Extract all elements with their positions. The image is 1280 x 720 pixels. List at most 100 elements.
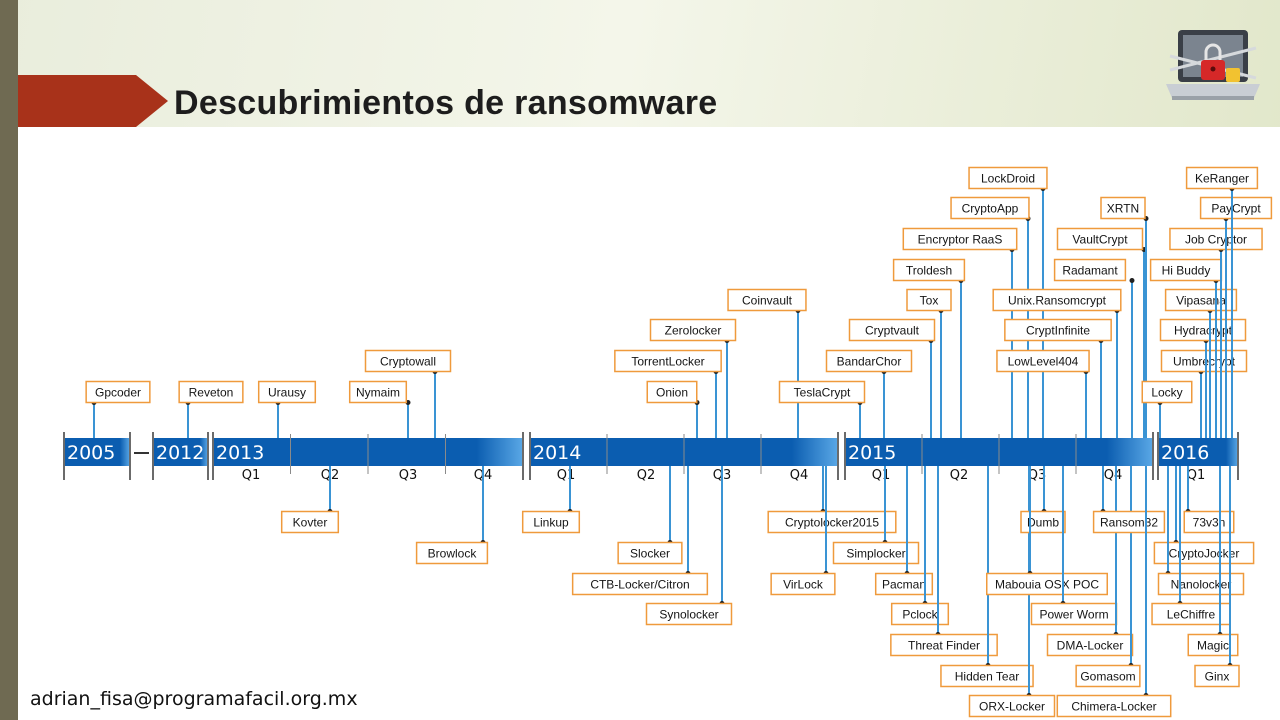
event-box-threat-finder xyxy=(890,633,998,657)
event-label-lechiffre: LeChiffre xyxy=(1167,608,1216,622)
event-label-bandarchor: BandarChor xyxy=(837,355,902,369)
event-box-urausy xyxy=(257,380,317,404)
year-label-2013: 2013 xyxy=(216,442,264,464)
event-label-slocker: Slocker xyxy=(630,547,670,561)
event-label-cryptolocker2015: Cryptolocker2015 xyxy=(785,516,879,530)
year-label-2005: 2005 xyxy=(67,442,115,464)
quarter-label-2014-q4: Q4 xyxy=(790,468,809,483)
event-box-cryptvault xyxy=(848,318,936,342)
event-label-power-worm: Power Worm xyxy=(1039,608,1108,622)
quarter-label-2015-q4: Q4 xyxy=(1104,468,1123,483)
event-label-umbrecrypt: Umbrecrypt xyxy=(1173,355,1236,369)
event-box-tox xyxy=(906,288,952,312)
event-label-zerolocker: Zerolocker xyxy=(665,324,722,338)
event-label-paycrypt: PayCrypt xyxy=(1211,202,1261,216)
event-label-nymaim: Nymaim xyxy=(356,386,400,400)
event-label-torrentlocker: TorrentLocker xyxy=(631,355,704,369)
event-label-radamant: Radamant xyxy=(1062,264,1118,278)
event-label-unix-ransomcrypt: Unix.Ransomcrypt xyxy=(1008,294,1107,308)
event-box-cryptoapp xyxy=(950,196,1030,220)
event-label-locky: Locky xyxy=(1151,386,1182,400)
event-box-hidden-tear xyxy=(940,664,1034,688)
event-box-chimera-locker xyxy=(1056,694,1172,718)
laptop-padlock-icon xyxy=(1166,30,1260,100)
bar-segment-2012 xyxy=(153,438,208,466)
event-box-linkup xyxy=(521,510,581,534)
connector-dot-radamant xyxy=(1129,278,1135,283)
event-label-dma-locker: DMA-Locker xyxy=(1057,639,1124,653)
event-box-73v3n xyxy=(1183,510,1235,534)
event-box-pacman xyxy=(874,572,934,596)
event-label-encryptor-raas: Encryptor RaaS xyxy=(918,233,1003,247)
year-label-2015: 2015 xyxy=(848,442,896,464)
event-label-reveton: Reveton xyxy=(189,386,234,400)
event-box-pclock xyxy=(890,602,950,626)
event-label-tox: Tox xyxy=(920,294,939,308)
event-label-chimera-locker: Chimera-Locker xyxy=(1071,700,1156,714)
event-box-cryptinfinite xyxy=(1004,318,1112,342)
quarter-label-2015-q2: Q2 xyxy=(950,468,969,483)
event-label-magic: Magic xyxy=(1197,639,1229,653)
event-box-paycrypt xyxy=(1199,196,1273,220)
footer-email: adrian_fisa@programafacil.org.mx xyxy=(30,688,358,710)
quarter-label-2016-q1: Q1 xyxy=(1187,468,1206,483)
event-label-cryptowall: Cryptowall xyxy=(380,355,436,369)
event-box-orx-locker xyxy=(968,694,1056,718)
event-label-cryptojocker: CryptoJocker xyxy=(1169,547,1240,561)
event-label-hidden-tear: Hidden Tear xyxy=(955,670,1020,684)
event-label-nanolocker: Nanolocker xyxy=(1171,578,1232,592)
event-box-reveton xyxy=(178,380,244,404)
event-box-unix-ransomcrypt xyxy=(992,288,1122,312)
event-label-virlock: VirLock xyxy=(783,578,824,592)
event-box-keranger xyxy=(1185,166,1259,190)
event-box-radamant xyxy=(1053,258,1127,282)
event-box-ctb-locker-citron xyxy=(571,572,709,596)
event-box-vipasana xyxy=(1164,288,1238,312)
title-arrow-shape xyxy=(18,75,168,127)
quarter-label-2013-q3: Q3 xyxy=(399,468,418,483)
event-label-coinvault: Coinvault xyxy=(742,294,793,308)
event-label-cryptinfinite: CryptInfinite xyxy=(1026,324,1090,338)
event-box-mabouia-osx-poc xyxy=(986,572,1108,596)
event-label-dumb: Dumb xyxy=(1027,516,1059,530)
event-box-job-cryptor xyxy=(1169,227,1263,251)
event-label-mabouia-osx-poc: Mabouia OSX POC xyxy=(995,578,1099,592)
event-label-73v3n: 73v3n xyxy=(1193,516,1226,530)
event-label-ctb-locker-citron: CTB-Locker/Citron xyxy=(590,578,689,592)
event-box-magic xyxy=(1187,633,1239,657)
event-box-dumb xyxy=(1020,510,1066,534)
event-box-slocker xyxy=(617,541,683,565)
event-box-lowlevel404 xyxy=(996,349,1090,373)
event-box-xrtn xyxy=(1100,196,1146,220)
event-label-job-cryptor: Job Cryptor xyxy=(1185,233,1247,247)
quarter-label-2013-q1: Q1 xyxy=(242,468,261,483)
event-box-browlock xyxy=(415,541,489,565)
year-label-2012: 2012 xyxy=(156,442,204,464)
event-box-ginx xyxy=(1194,664,1240,688)
event-box-dma-locker xyxy=(1046,633,1134,657)
quarter-label-2015-q1: Q1 xyxy=(872,468,891,483)
event-label-kovter: Kovter xyxy=(293,516,328,530)
event-label-vaultcrypt: VaultCrypt xyxy=(1072,233,1128,247)
event-label-linkup: Linkup xyxy=(533,516,569,530)
event-box-bandarchor xyxy=(825,349,913,373)
event-box-teslacrypt xyxy=(778,380,866,404)
event-label-browlock: Browlock xyxy=(428,547,478,561)
event-box-gomasom xyxy=(1075,664,1141,688)
event-label-synolocker: Synolocker xyxy=(659,608,718,622)
year-label-2016: 2016 xyxy=(1161,442,1209,464)
event-label-ransom32: Ransom32 xyxy=(1100,516,1158,530)
quarter-label-2015-q3: Q3 xyxy=(1028,468,1047,483)
bar-segment-2005 xyxy=(64,438,130,466)
event-label-xrtn: XRTN xyxy=(1107,202,1139,216)
event-box-simplocker xyxy=(832,541,920,565)
event-label-pacman: Pacman xyxy=(882,578,926,592)
event-box-virlock xyxy=(770,572,836,596)
event-box-encryptor-raas xyxy=(902,227,1018,251)
event-box-lockdroid xyxy=(968,166,1048,190)
event-label-urausy: Urausy xyxy=(268,386,306,400)
event-box-cryptowall xyxy=(364,349,452,373)
event-label-gpcoder: Gpcoder xyxy=(95,386,141,400)
quarter-label-2014-q2: Q2 xyxy=(637,468,656,483)
slide-title: Descubrimientos de ransomware xyxy=(174,84,718,122)
